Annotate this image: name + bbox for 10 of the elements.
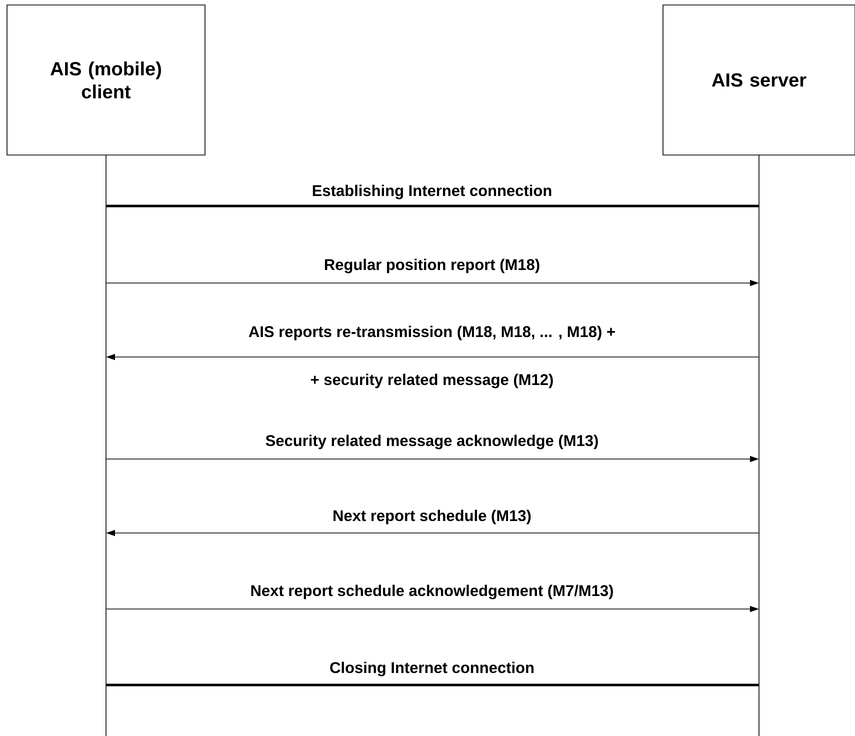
message-label: Regular position report (M18): [324, 258, 540, 274]
participant-lifeline: AIS (mobile) client: [6, 4, 206, 736]
message-label: Next report schedule (M13): [334, 510, 531, 524]
message-label: Security related message acknowledge (M13): [266, 434, 598, 450]
message-label: AIS reports re-transmission (M18, M18, ... , M18) +: [248, 326, 615, 340]
message-label: Closing Internet connection: [330, 662, 534, 676]
participant-lifeline: AIS server: [662, 4, 855, 736]
message-label: Next report schedule acknowledgement (M7/M13): [251, 584, 613, 600]
message-label: Establishing Internet connection: [312, 184, 552, 200]
message-label: + security related message (M12): [310, 374, 553, 388]
